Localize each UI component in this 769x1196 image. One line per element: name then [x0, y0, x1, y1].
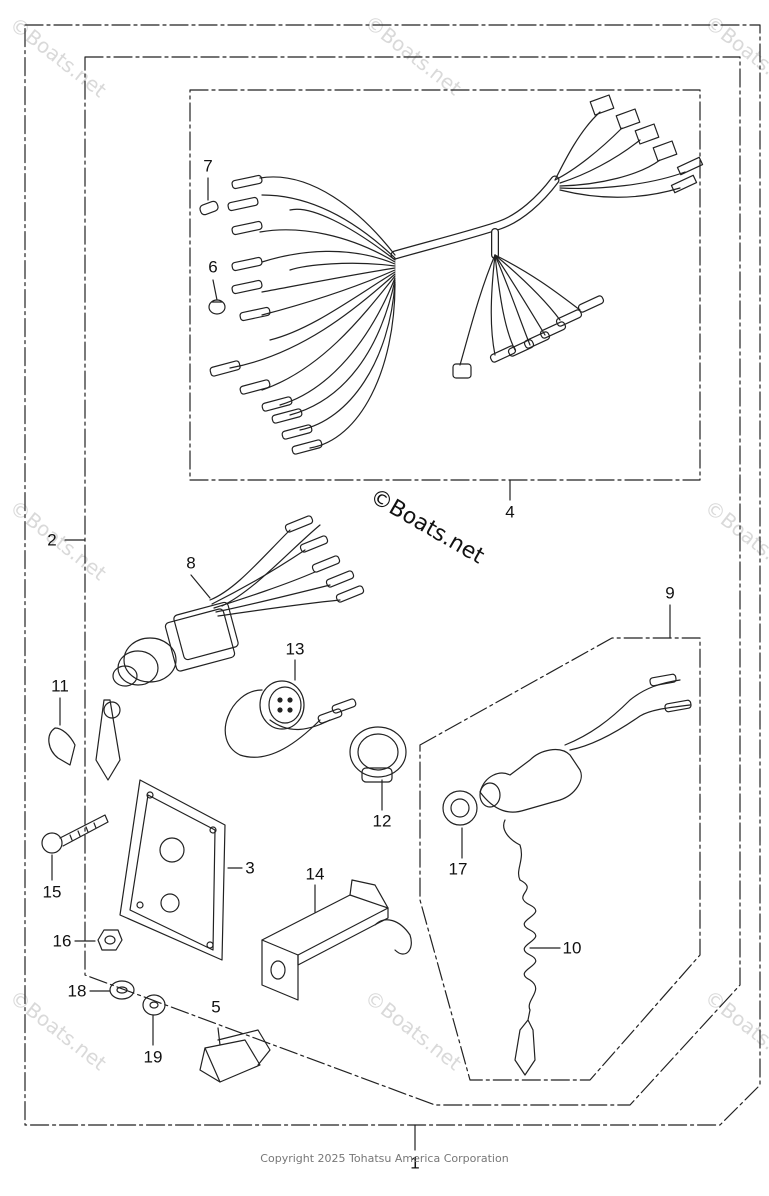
callout-1: 1: [410, 1153, 420, 1173]
callout-10: 10: [562, 938, 582, 958]
callout-3: 3: [245, 858, 255, 878]
callout-4: 4: [505, 502, 515, 522]
clip-part-11: [48, 727, 76, 766]
callout-16: 16: [52, 931, 72, 951]
frame-part-2: [84, 56, 741, 1106]
callout-12: 12: [372, 811, 392, 831]
frame-part-9: [419, 637, 701, 1081]
wiring-harness-part-4: [209, 94, 704, 455]
callout-18: 18: [67, 981, 87, 1001]
coupler-part-5: [199, 1029, 271, 1083]
buzzer-part-13: [224, 680, 357, 758]
callout-14: 14: [305, 864, 325, 884]
screw-part-15: [41, 814, 109, 854]
stop-switch-assembly: [479, 673, 692, 881]
callout-2: 2: [47, 530, 57, 550]
callout-9: 9: [665, 583, 675, 603]
callout-5: 5: [211, 997, 221, 1017]
callout-6: 6: [208, 257, 218, 277]
frame-part-4: [189, 89, 701, 481]
callout-7: 7: [203, 156, 213, 176]
callout-11: 11: [51, 676, 69, 696]
frame-part-1: [24, 24, 761, 1126]
callout-13: 13: [285, 639, 305, 659]
plate-part-3: [119, 779, 226, 961]
callout-15: 15: [42, 882, 62, 902]
lanyard-part-10: [514, 879, 537, 1076]
cap-part-6: [208, 299, 226, 315]
nut-part-16: [97, 929, 123, 951]
pin-part-7: [199, 200, 219, 216]
main-switch-part-8: [95, 515, 365, 781]
washer-part-18: [109, 980, 135, 1000]
clamp-part-12: [349, 726, 407, 783]
nut-part-17: [442, 790, 478, 826]
washer-part-19: [142, 994, 166, 1016]
callout-19: 19: [143, 1047, 163, 1067]
callout-17: 17: [448, 859, 468, 879]
callout-8: 8: [186, 553, 196, 573]
bracket-part-14: [261, 879, 412, 1001]
copyright-text: Copyright 2025 Tohatsu America Corporati…: [260, 1152, 509, 1165]
